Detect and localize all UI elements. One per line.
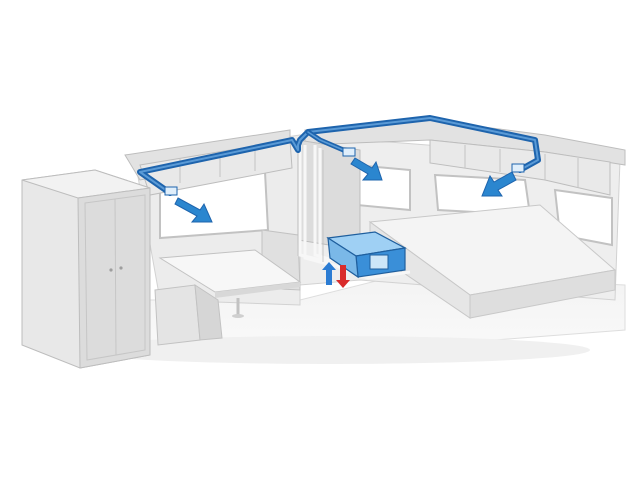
floor-shadow — [70, 336, 590, 364]
airflow-arrow-left — [174, 197, 213, 223]
wardrobe — [21, 169, 151, 369]
intake-exhaust-arrows — [322, 262, 350, 288]
exhaust-arrow — [322, 262, 336, 285]
airflow-arrows — [174, 157, 517, 223]
outlet-left — [164, 186, 178, 196]
intake-arrow — [336, 265, 350, 288]
vertical-ducts — [298, 145, 411, 280]
outlet-right — [511, 163, 525, 173]
dinette-table — [158, 249, 302, 318]
airflow-arrow-right — [481, 171, 517, 197]
air-conditioning-unit — [326, 231, 407, 279]
outlet-center — [342, 147, 356, 157]
duct-system — [137, 115, 541, 196]
bench-seat — [154, 284, 223, 346]
airflow-arrow-center — [350, 157, 383, 181]
